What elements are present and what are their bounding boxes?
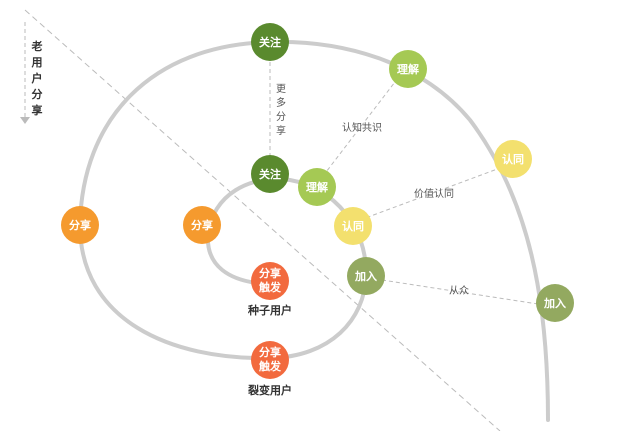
spiral-path [77,39,550,422]
node-label: 分享 [191,218,213,232]
side-label-char: 享 [32,103,43,117]
node-label: 关注 [259,167,281,181]
diagonal-divider [24,9,501,431]
node-label-line: 触发 [258,280,282,294]
side-label-char: 老 [31,39,43,53]
side-label: 老 用 户 分 享 [31,39,43,117]
node-label: 加入 [543,296,566,310]
label-herd: 从众 [449,285,469,297]
node-outer-share: 分享 [61,206,99,244]
node-fission-trigger: 分享 触发 [251,341,289,379]
label-consensus: 认知共识 [342,121,382,134]
more-share-char: 享 [276,124,286,137]
node-label: 分享 [69,218,91,232]
node-label: 理解 [397,62,419,76]
edge-herd [381,279,539,305]
node-inner-recognize: 认同 [334,207,372,245]
caption-seed-users: 种子用户 [247,303,292,317]
node-label: 加入 [354,269,377,283]
node-label: 理解 [306,180,328,194]
node-label: 关注 [259,35,281,49]
node-seed-trigger: 分享 触发 [251,262,289,300]
node-inner-share: 分享 [183,206,221,244]
label-more-share: 更 多 分 享 [276,83,286,137]
node-label-line: 分享 [259,266,281,280]
node-inner-follow: 关注 [251,155,289,193]
node-outer-understand: 理解 [389,50,427,88]
node-outer-join: 加入 [536,284,574,322]
more-share-char: 多 [276,96,286,109]
more-share-char: 分 [276,111,286,123]
side-label-char: 户 [32,71,43,85]
side-arrow-head-icon [20,117,30,124]
label-value-recognition: 价值认同 [414,187,454,200]
edge-value-recognition [359,167,501,221]
node-label: 认同 [502,152,524,166]
side-label-char: 用 [32,56,43,69]
node-label-line: 触发 [258,359,282,373]
side-label-char: 分 [32,87,43,101]
caption-fission-users: 裂变用户 [247,383,292,397]
node-outer-follow: 关注 [251,23,289,61]
node-outer-recognize: 认同 [494,140,532,178]
node-inner-understand: 理解 [298,168,336,206]
node-label: 认同 [342,219,364,233]
node-label-line: 分享 [259,345,281,359]
node-inner-join: 加入 [347,257,385,295]
more-share-char: 更 [276,83,286,95]
